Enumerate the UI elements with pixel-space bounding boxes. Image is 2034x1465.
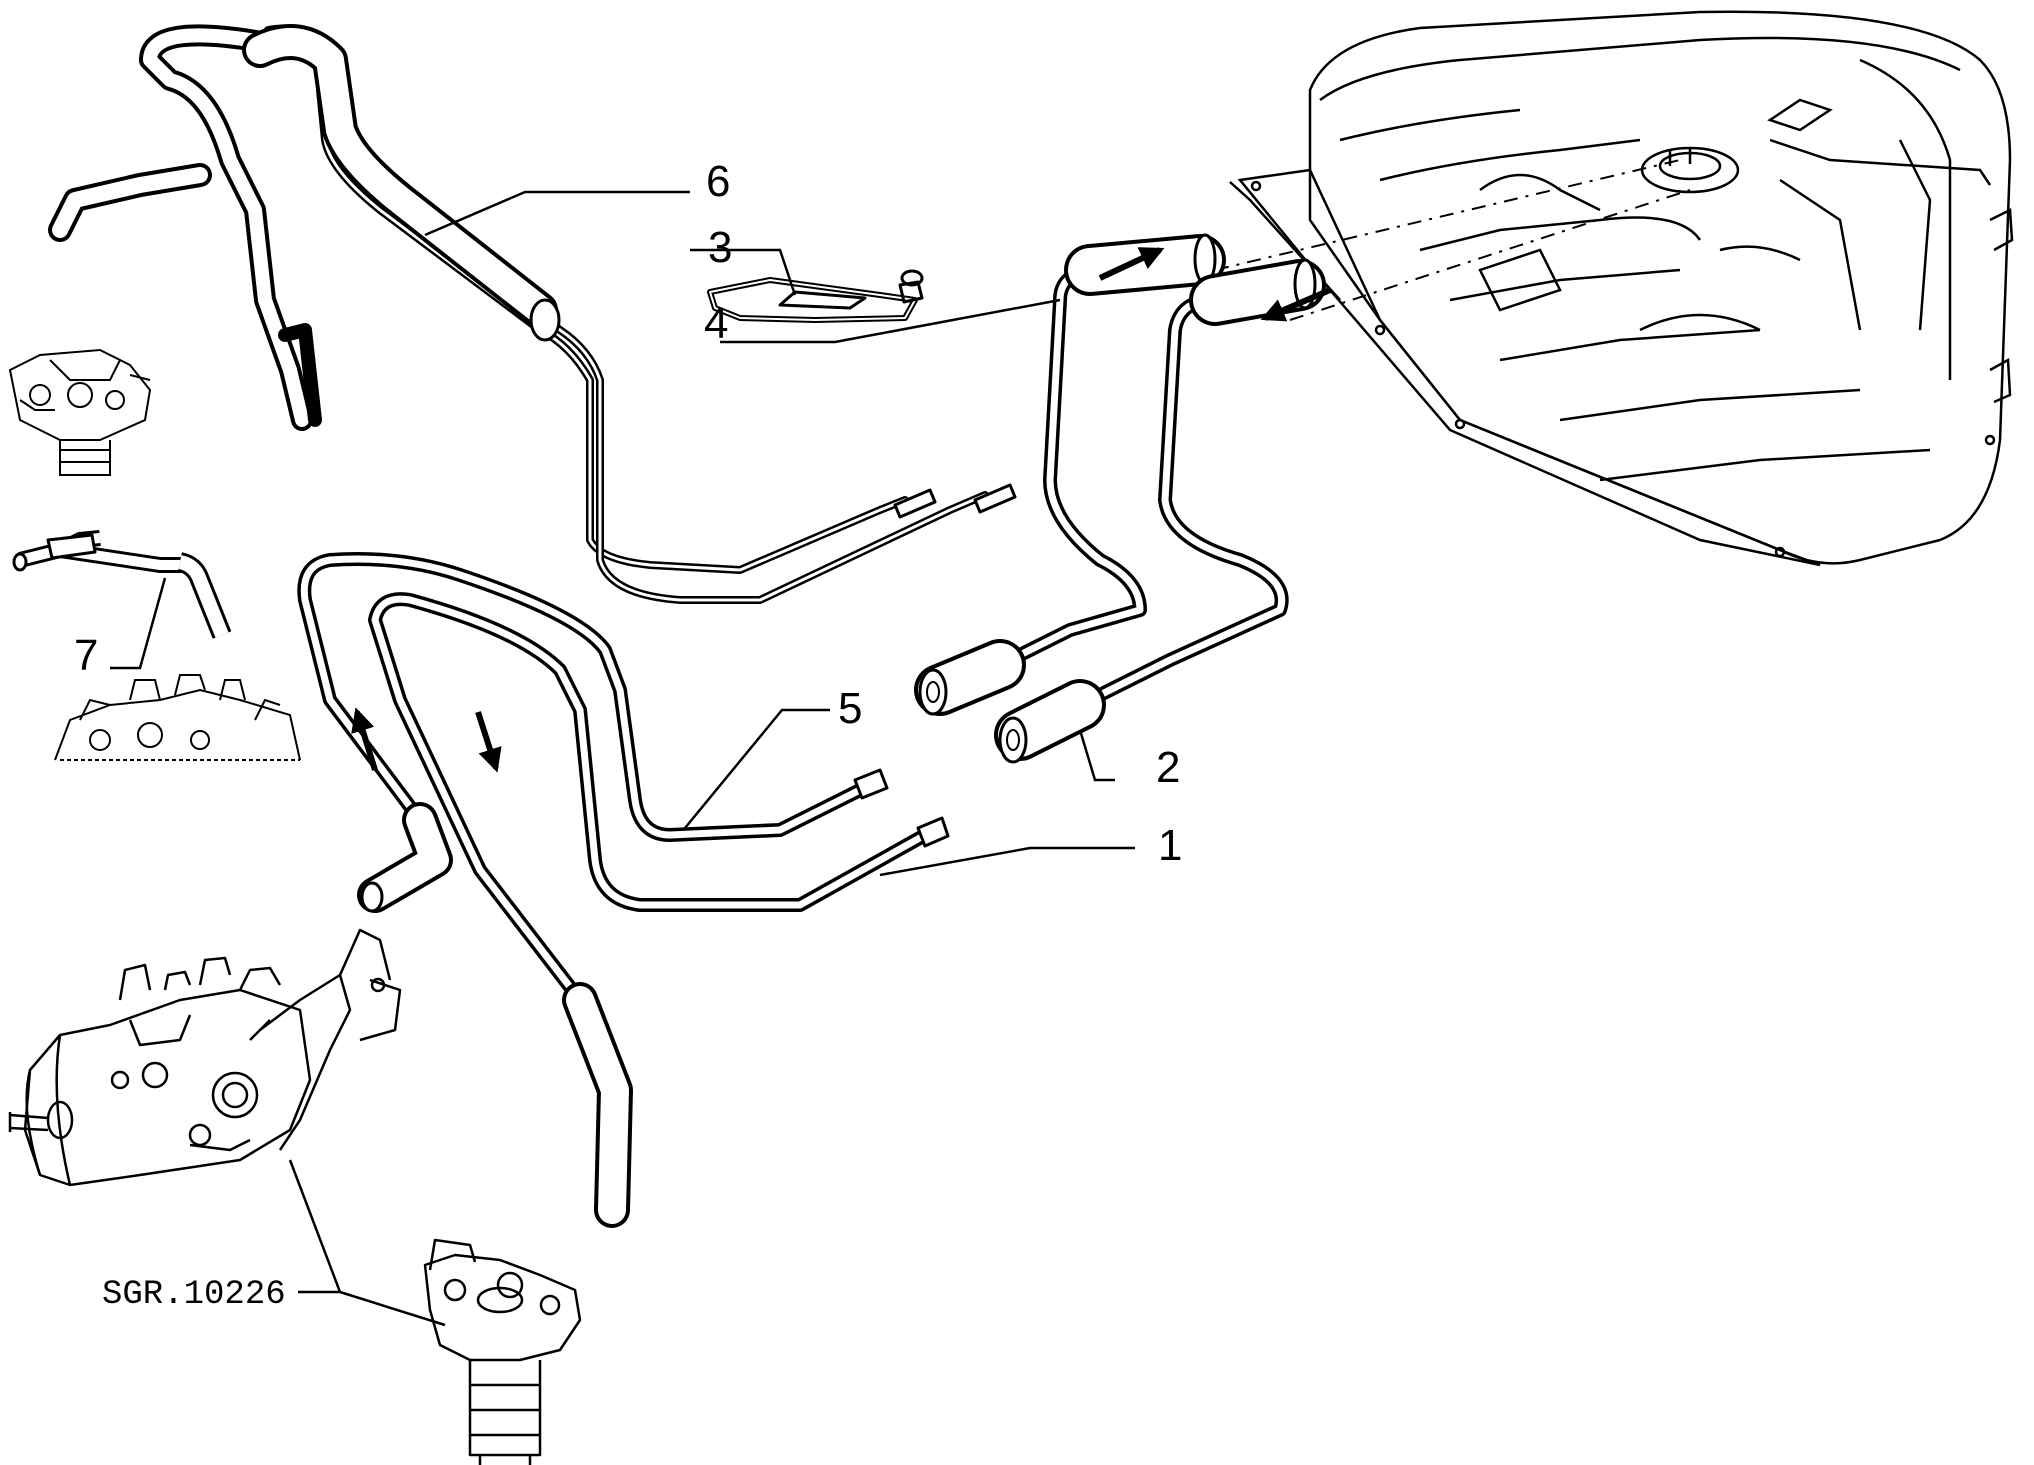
- filter-head-sketch: [8, 348, 152, 476]
- tube-part-6: [48, 24, 1017, 604]
- callout-label-7: 7: [74, 631, 98, 680]
- leader-7: [110, 577, 167, 670]
- flow-arrow-outbound: [1098, 247, 1165, 281]
- callout-label-4: 4: [704, 299, 728, 348]
- callout-label-1: 1: [1158, 821, 1182, 870]
- callout-label-2: 2: [1156, 743, 1180, 792]
- leader-5: [684, 708, 830, 829]
- leader-lines: [110, 190, 1135, 1327]
- flow-arrows: [351, 247, 1332, 773]
- leader-1: [879, 846, 1135, 877]
- fuel-filter: [423, 1238, 582, 1465]
- callout-labels: 1 2 3 4 5 6 7 SGR.10226: [74, 157, 1182, 1314]
- hose-part-7: [12, 530, 232, 639]
- leader-sgr: [288, 1159, 342, 1294]
- leader-6: [424, 190, 690, 237]
- callout-label-5: 5: [838, 684, 862, 733]
- callout-label-3: 3: [708, 223, 732, 272]
- fuel-tank: [1229, 10, 2014, 567]
- flow-arrow-up: [351, 707, 378, 771]
- callout-label-6: 6: [706, 157, 730, 206]
- leader-3: [690, 248, 797, 296]
- injection-pump: [8, 928, 402, 1187]
- leader-2: [1078, 729, 1115, 782]
- clip-part-3: [707, 269, 924, 323]
- flow-arrow-return: [1260, 287, 1332, 322]
- alignment-lines: [1214, 159, 1691, 321]
- leader-4: [720, 298, 1061, 344]
- tube-parts-1-and-5: [297, 552, 950, 1228]
- tube-part-2: [994, 258, 1326, 764]
- reference-code: SGR.10226: [102, 1276, 286, 1314]
- leader-sgr-filter: [339, 1290, 446, 1327]
- injection-pump-partial-sketch: [54, 674, 301, 761]
- flow-arrow-down: [475, 711, 502, 773]
